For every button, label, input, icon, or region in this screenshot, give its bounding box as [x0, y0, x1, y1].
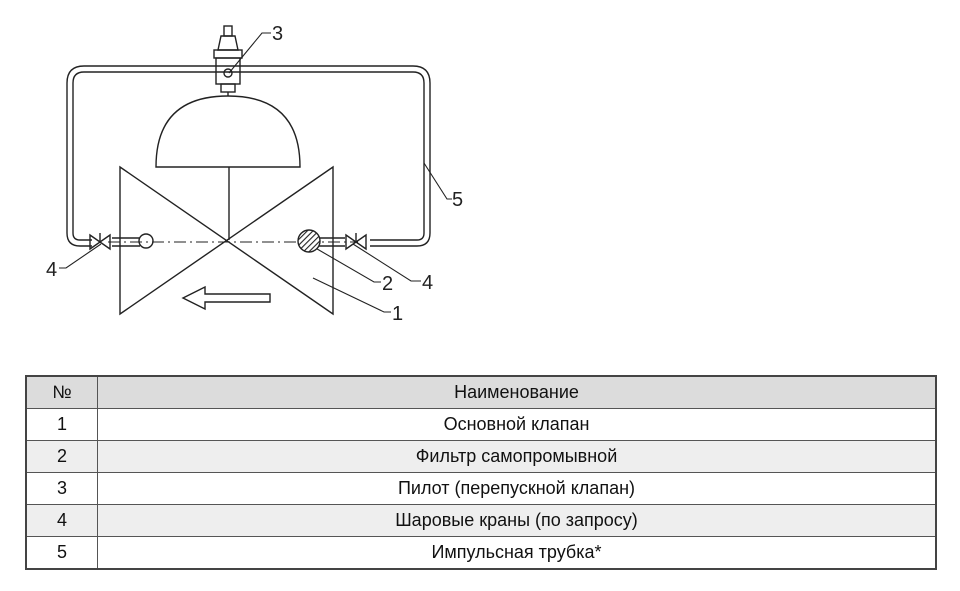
valve-dome — [155, 95, 301, 168]
header-name: Наименование — [97, 375, 937, 409]
parts-table: № Наименование 1 Основной клапан 2 Фильт… — [25, 375, 937, 570]
table-header-row: № Наименование — [25, 375, 937, 409]
row-number: 3 — [25, 472, 98, 505]
row-number: 5 — [25, 536, 98, 570]
header-number: № — [25, 375, 98, 409]
table-row: 1 Основной клапан — [25, 408, 937, 441]
ball-valve-left — [89, 233, 111, 251]
table-row: 3 Пилот (перепускной клапан) — [25, 472, 937, 505]
filter-circle — [297, 229, 321, 253]
callout-3: 3 — [272, 23, 283, 45]
table-row: 2 Фильтр самопромывной — [25, 440, 937, 473]
table-row: 4 Шаровые краны (по запросу) — [25, 504, 937, 537]
ball-valve-right — [345, 233, 367, 251]
callout-4-right: 4 — [422, 272, 433, 294]
row-number: 4 — [25, 504, 98, 537]
row-name: Шаровые краны (по запросу) — [97, 504, 937, 537]
row-number: 2 — [25, 440, 98, 473]
callout-2: 2 — [382, 273, 393, 295]
row-name: Импульсная трубка* — [97, 536, 937, 570]
pilot-valve — [213, 25, 243, 96]
row-number: 1 — [25, 408, 98, 441]
callout-4-left: 4 — [46, 259, 57, 281]
leader-lines — [59, 32, 452, 313]
impulse-tube — [66, 65, 431, 247]
row-name: Пилот (перепускной клапан) — [97, 472, 937, 505]
callout-5: 5 — [452, 189, 463, 211]
valve-diagram: 3 5 4 4 2 1 — [46, 23, 463, 325]
row-name: Основной клапан — [97, 408, 937, 441]
callout-1: 1 — [392, 303, 403, 325]
row-name: Фильтр самопромывной — [97, 440, 937, 473]
flow-arrow — [181, 285, 271, 311]
table-row: 5 Импульсная трубка* — [25, 536, 937, 570]
main-valve-body — [119, 165, 334, 316]
left-port — [138, 233, 154, 249]
